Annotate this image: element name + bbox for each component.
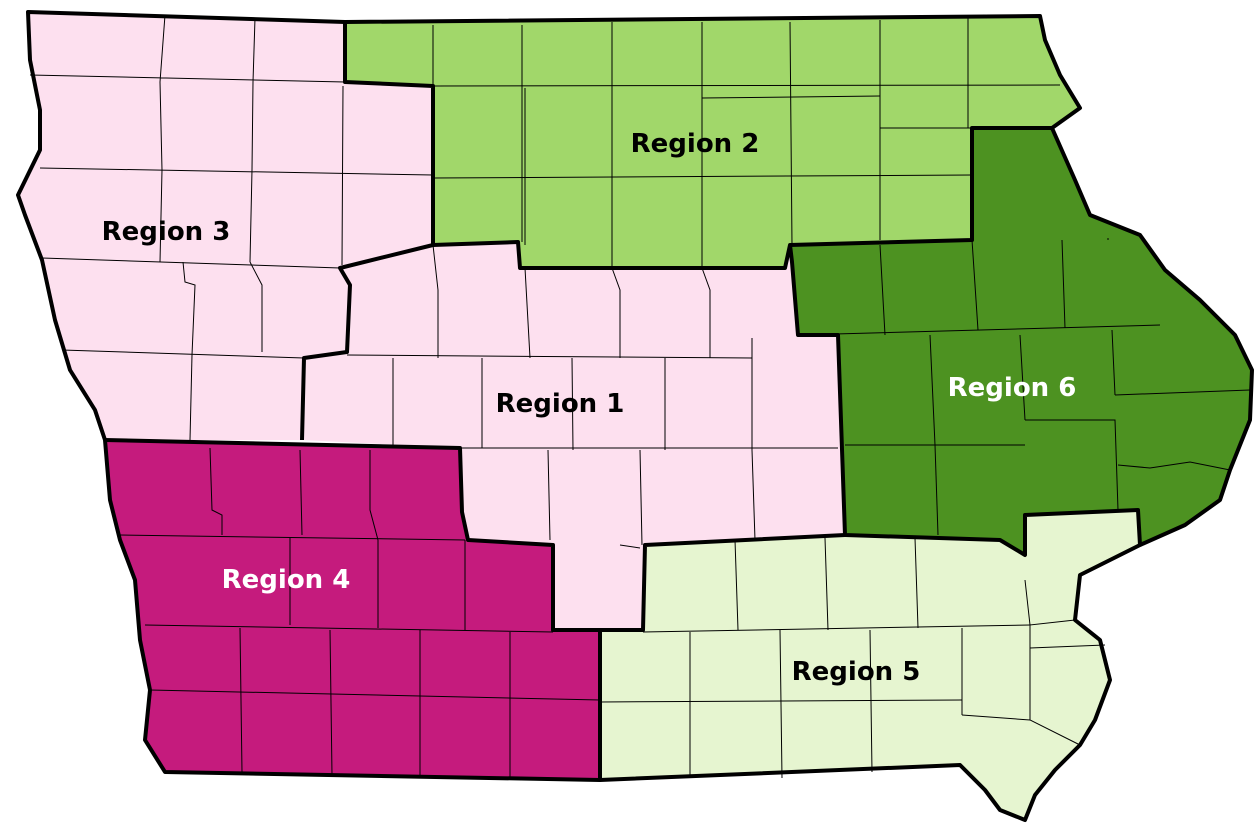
state-outline	[16, 10, 1254, 822]
region-3-label: Region 3	[102, 217, 231, 247]
region-2-area[interactable]	[345, 16, 1080, 268]
region-5-label: Region 5	[792, 657, 921, 687]
region-borders	[104, 22, 1142, 780]
region-4-label: Region 4	[222, 565, 351, 595]
region-3-area[interactable]	[18, 12, 433, 440]
county-boundaries	[29, 14, 1251, 779]
region-1-label: Region 1	[496, 389, 625, 419]
region-6-label: Region 6	[948, 373, 1077, 403]
region-4-area[interactable]	[105, 440, 600, 780]
region-2-label: Region 2	[631, 129, 760, 159]
